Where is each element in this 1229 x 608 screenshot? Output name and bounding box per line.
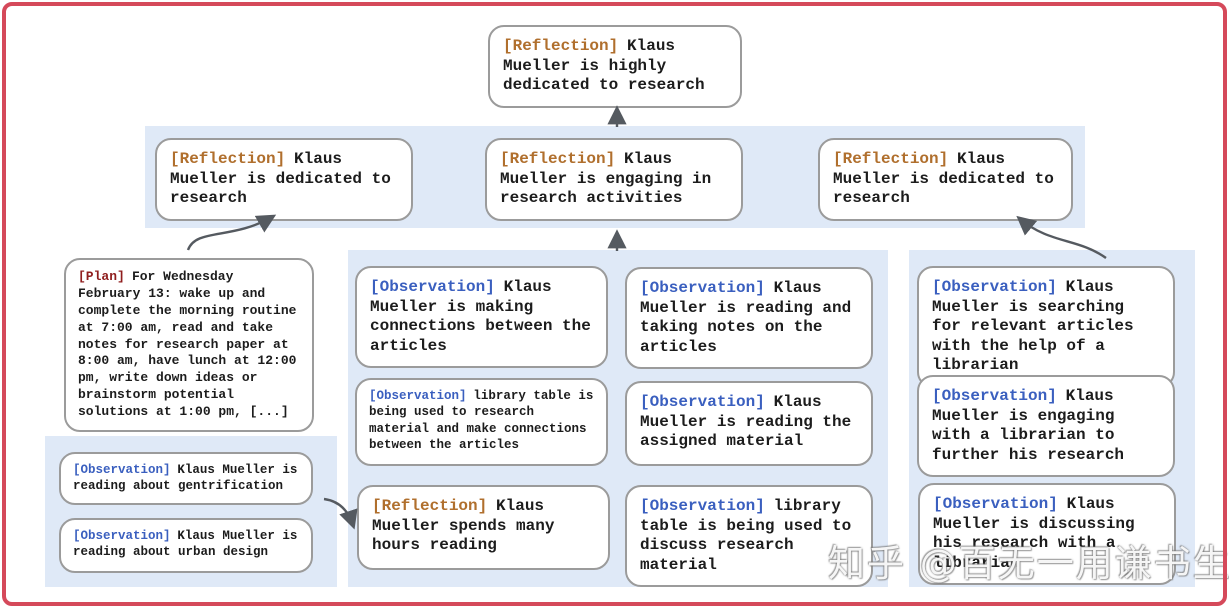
reflection-tag: [Reflection] [170, 150, 286, 168]
observation-tag: [Observation] [933, 495, 1058, 513]
node-text: Klaus Mueller is reading about urban des… [73, 529, 298, 560]
node-obs-making-connections: [Observation]Klaus Mueller is making con… [355, 266, 608, 369]
node-text: Klaus Mueller is reading and taking note… [640, 279, 852, 356]
node-reflection-level2-left: [Reflection]Klaus Mueller is dedicated t… [155, 138, 413, 221]
observation-tag: [Observation] [369, 389, 467, 403]
node-reflection-hours-reading: [Reflection]Klaus Mueller spends many ho… [357, 485, 610, 570]
node-reflection-level2-middle: [Reflection]Klaus Mueller is engaging in… [485, 138, 743, 221]
reflection-tag: [Reflection] [372, 497, 488, 515]
node-reflection-root: [Reflection]Klaus Mueller is highly dedi… [488, 25, 742, 108]
node-text: Klaus Mueller is engaging with a librari… [932, 387, 1125, 464]
node-text: Klaus Mueller is dedicated to research [170, 150, 391, 208]
node-text: Klaus Mueller is engaging in research ac… [500, 150, 712, 208]
node-obs-engaging-librarian: [Observation]Klaus Mueller is engaging w… [917, 375, 1175, 478]
node-text: Klaus Mueller is discussing his research… [933, 495, 1135, 572]
reflection-tag: [Reflection] [833, 150, 949, 168]
plan-tag: [Plan] [78, 269, 125, 284]
node-text: library table is being used to discuss r… [640, 497, 852, 574]
node-obs-gentrification: [Observation]Klaus Mueller is reading ab… [59, 452, 313, 505]
node-obs-discussing-research: [Observation]Klaus Mueller is discussing… [918, 483, 1176, 586]
node-reflection-level2-right: [Reflection]Klaus Mueller is dedicated t… [818, 138, 1073, 221]
node-obs-urban-design: [Observation]Klaus Mueller is reading ab… [59, 518, 313, 573]
observation-tag: [Observation] [640, 393, 765, 411]
node-text: Klaus Mueller is dedicated to research [833, 150, 1054, 208]
reflection-tag: [Reflection] [503, 37, 619, 55]
observation-tag: [Observation] [73, 463, 171, 477]
watermark: 知乎 @百无一用谦书生 [828, 542, 1229, 585]
node-obs-assigned-material: [Observation]Klaus Mueller is reading th… [625, 381, 873, 466]
observation-tag: [Observation] [932, 387, 1057, 405]
observation-tag: [Observation] [640, 497, 765, 515]
observation-tag: [Observation] [370, 278, 495, 296]
node-text: Klaus Mueller spends many hours reading [372, 497, 555, 555]
reflection-tag: [Reflection] [500, 150, 616, 168]
node-text: Klaus Mueller is reading the assigned ma… [640, 393, 852, 451]
observation-tag: [Observation] [640, 279, 765, 297]
node-text: Klaus Mueller is highly dedicated to res… [503, 37, 705, 95]
node-obs-searching-articles: [Observation]Klaus Mueller is searching … [917, 266, 1175, 388]
node-text: Klaus Mueller is reading about gentrific… [73, 463, 298, 494]
node-text: Klaus Mueller is searching for relevant … [932, 278, 1134, 375]
observation-tag: [Observation] [932, 278, 1057, 296]
observation-tag: [Observation] [73, 529, 171, 543]
node-obs-library-table-discuss: [Observation]library table is being used… [625, 485, 873, 588]
node-text: For Wednesday February 13: wake up and c… [78, 269, 297, 420]
node-obs-library-table-research: [Observation]library table is being used… [355, 378, 608, 466]
node-obs-taking-notes: [Observation]Klaus Mueller is reading an… [625, 267, 873, 370]
node-text: library table is being used to research … [369, 389, 594, 452]
node-text: Klaus Mueller is making connections betw… [370, 278, 591, 355]
node-plan: [Plan]For Wednesday February 13: wake up… [64, 258, 314, 433]
